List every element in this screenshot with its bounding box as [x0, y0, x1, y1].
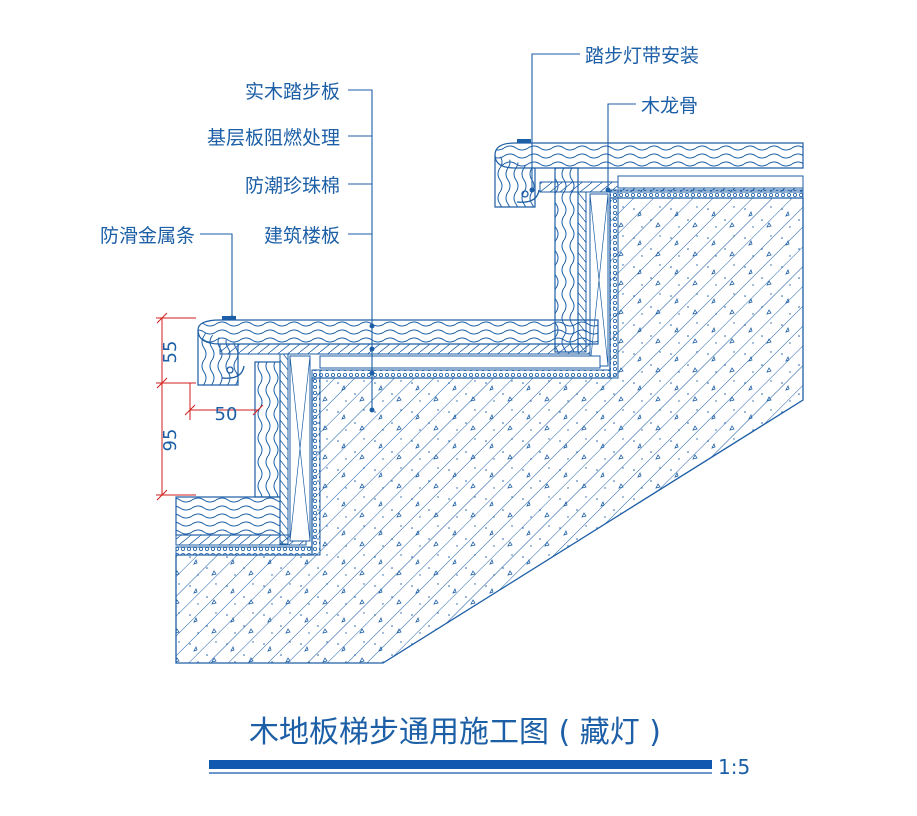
step-light-lower-icon — [221, 365, 245, 379]
dim-50: 50 — [215, 404, 238, 425]
leader-dots — [229, 187, 611, 413]
title-underline — [209, 760, 712, 769]
step-light-upper-icon — [516, 189, 540, 203]
label-step-light: 踏步灯带安装 — [585, 45, 699, 67]
dim-55: 55 — [160, 341, 181, 364]
dimension-lines — [156, 312, 264, 501]
lower-tread — [175, 319, 599, 536]
label-wood-keel: 木龙骨 — [641, 95, 698, 117]
label-solid-tread: 实木踏步板 — [245, 81, 340, 103]
foam-layer — [175, 189, 804, 556]
leader-lines — [200, 53, 636, 412]
label-moisture-foam: 防潮珍珠棉 — [245, 175, 340, 197]
anti-slip-strip-icon — [222, 139, 531, 320]
upper-tread — [494, 142, 804, 353]
dim-95: 95 — [160, 429, 181, 452]
label-anti-slip: 防滑金属条 — [100, 225, 195, 247]
drawing-scale: 1:5 — [718, 755, 750, 779]
wood-keel — [289, 175, 804, 542]
label-building-floor: 建筑楼板 — [264, 225, 340, 247]
label-base-board: 基层板阻燃处理 — [207, 127, 340, 149]
drawing-title: 木地板梯步通用施工图 ( 藏灯 ) — [249, 715, 661, 750]
